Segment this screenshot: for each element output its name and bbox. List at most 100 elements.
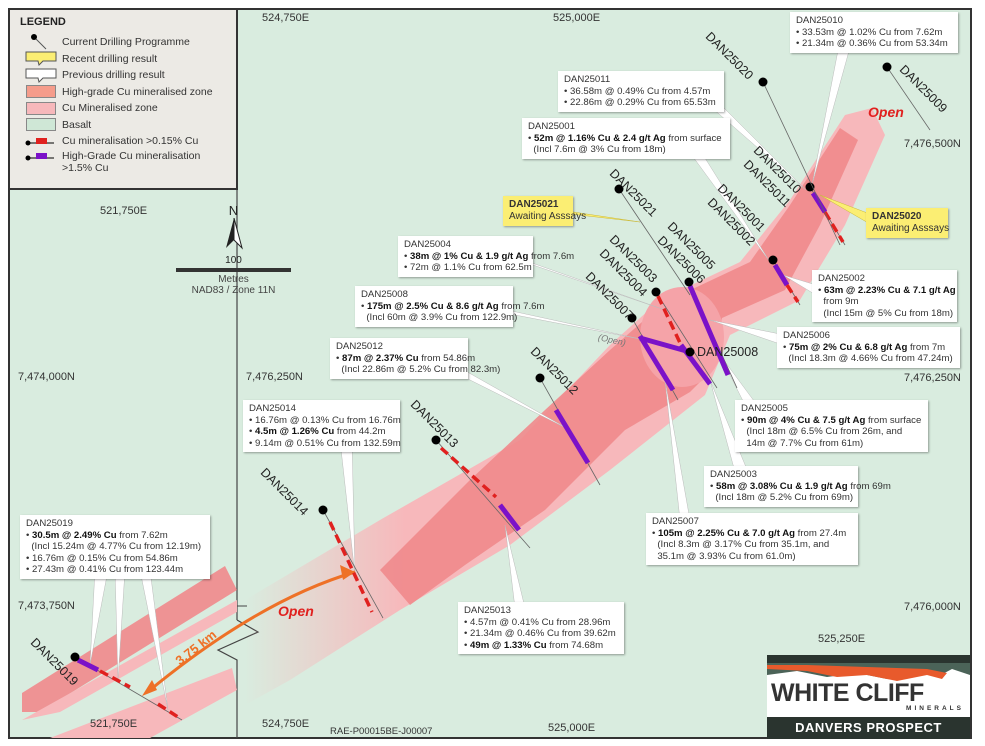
previous-result-callout: DAN25005• 90m @ 4% Cu & 7.5 g/t Ag from … — [735, 400, 928, 452]
high-grade-zone — [380, 128, 858, 605]
callout-line: • 49m @ 1.33% Cu from 74.68m — [464, 640, 618, 652]
callout-title: DAN25012 — [336, 341, 383, 352]
intercept-text: (Incl 22.86m @ 5.2% Cu from 82.3m) — [336, 364, 501, 375]
intercept-text: from 9m — [818, 296, 859, 307]
intercept-text: • — [336, 352, 343, 364]
highlight-intercept: 30.5m @ 2.49% Cu — [32, 529, 117, 541]
previous-result-callout: DAN25011• 36.58m @ 0.49% Cu from 4.57m• … — [558, 71, 724, 112]
highlight-intercept: 49m @ 1.33% Cu — [470, 639, 547, 651]
drill-hole-label: DAN25008 — [697, 345, 759, 359]
legend-item: Cu Mineralised zone — [20, 100, 226, 117]
intercept-text: from surface — [865, 414, 922, 426]
drill-collar-icon — [431, 435, 441, 445]
callout-title: DAN25011 — [564, 74, 611, 85]
previous-result-callout: DAN25019• 30.5m @ 2.49% Cu from 7.62m (I… — [20, 515, 210, 579]
callout-line: • 16.76m @ 0.15% Cu from 54.86m — [26, 553, 204, 565]
previous-result-callout: DAN25013• 4.57m @ 0.41% Cu from 28.96m• … — [458, 602, 624, 654]
scale-distance: 100 — [225, 255, 242, 266]
drill-collar-icon — [535, 373, 545, 383]
intercept-text: • 4.57m @ 0.41% Cu from 28.96m — [464, 616, 611, 628]
intercept-text: (Incl 18m @ 6.5% Cu from 26m, and — [741, 426, 903, 437]
highlight-intercept: 4.5m @ 1.26% Cu — [255, 426, 335, 437]
callout-symbol-icon — [20, 51, 62, 67]
intercept-text: • 21.34m @ 0.46% Cu from 39.62m — [464, 628, 616, 639]
highlight-intercept: 87m @ 2.37% Cu — [342, 352, 419, 364]
callout-title: DAN25021 — [509, 199, 559, 210]
callout-title: DAN25007 — [652, 516, 699, 527]
drill-collar-icon — [685, 347, 695, 357]
drill-trace — [762, 81, 841, 246]
callout-line: • 4.5m @ 1.26% Cu from 44.2m — [249, 426, 394, 438]
north-arrow-icon — [225, 217, 243, 250]
grid-label: 524,750E — [262, 718, 310, 730]
callout-line: • 63m @ 2.23% Cu & 7.1 g/t Ag — [818, 285, 956, 297]
high-grade-intercept — [553, 408, 591, 465]
high-grade-intercept — [639, 335, 691, 355]
callout-line: (Incl 18m @ 5.2% Cu from 69m) — [710, 492, 854, 504]
grid-label: 525,000E — [548, 722, 596, 734]
swatch-symbol-icon — [20, 85, 62, 99]
callout-title: DAN25004 — [404, 239, 451, 250]
callout-line: Awaiting Asssays — [509, 211, 586, 223]
swatch-symbol-icon — [20, 118, 62, 132]
intercept-text: • 72m @ 1.1% Cu from 62.5m — [404, 262, 532, 273]
legend-item: High-Grade Cu mineralisation >1.5% Cu — [20, 150, 226, 178]
cu-intercept — [99, 669, 131, 689]
intercept-text: • 16.76m @ 0.15% Cu from 54.86m — [26, 552, 178, 564]
callout-line: • 105m @ 2.25% Cu & 7.0 g/t Ag from 27.4… — [652, 528, 852, 540]
intercept-text: from 54.86m — [418, 352, 476, 364]
previous-result-callout: DAN25010• 33.53m @ 1.02% Cu from 7.62m• … — [790, 12, 958, 53]
drill-collar-icon — [318, 505, 328, 515]
callout-line: from 9m — [818, 296, 951, 308]
cu-intercept — [328, 521, 374, 613]
callout-line: • 75m @ 2% Cu & 6.8 g/t Ag from 7m — [783, 342, 954, 354]
cu-intercept — [656, 295, 683, 346]
drill-collar-icon — [882, 62, 892, 72]
highlight-intercept: 63m @ 2.23% Cu & 7.1 g/t Ag — [824, 284, 956, 296]
highlight-intercept: 175m @ 2.5% Cu & 8.6 g/t Ag — [367, 300, 499, 312]
highlight-intercept: 58m @ 3.08% Cu & 1.9 g/t Ag — [716, 480, 848, 492]
callout-title: DAN25013 — [464, 605, 511, 616]
legend-title: LEGEND — [20, 16, 66, 28]
intercept-text: from surface — [665, 132, 722, 144]
grid-label: 7,474,000N — [18, 371, 75, 383]
callout-line: • 27.43m @ 0.41% Cu from 123.44m — [26, 564, 204, 576]
intercept-text: (Incl 60m @ 3.9% Cu from 122.9m) — [361, 312, 518, 323]
intercept-text: (Incl 18m @ 5.2% Cu from 69m) — [710, 492, 854, 503]
callout-line: 14m @ 7.7% Cu from 61m) — [741, 438, 922, 450]
intercept-text: • 33.53m @ 1.02% Cu from 7.62m — [796, 26, 943, 38]
callout-line: • 90m @ 4% Cu & 7.5 g/t Ag from surface — [741, 415, 922, 427]
grid-label: 7,476,500N — [904, 138, 961, 150]
legend-label: Previous drilling result — [62, 69, 165, 82]
drill-collar-icon — [70, 652, 80, 662]
previous-result-callout: DAN25001• 52m @ 1.16% Cu & 2.4 g/t Ag fr… — [522, 118, 730, 159]
callout-line: Awaiting Asssays — [872, 223, 949, 235]
callout-line: • 16.76m @ 0.13% Cu from 16.76m — [249, 415, 401, 427]
drill-collar-icon — [651, 287, 661, 297]
intercept-text: from 69m — [847, 480, 891, 492]
grid-label: 7,476,000N — [904, 601, 961, 613]
callout-title: DAN25010 — [796, 15, 843, 26]
inset-cu-zone — [22, 600, 237, 720]
grid-label: 7,476,250N — [904, 372, 961, 384]
intercept-text: (Incl 18.3m @ 4.66% Cu from 47.24m) — [783, 353, 953, 364]
drill-collar-icon — [627, 313, 637, 323]
callout-title: DAN25008 — [361, 289, 408, 300]
cliff-graphic — [767, 655, 970, 681]
drill-collar-icon — [684, 277, 694, 287]
callout-line: (Incl 60m @ 3.9% Cu from 122.9m) — [361, 312, 517, 324]
drill-collar-icon — [614, 184, 624, 194]
callout-line: • 36.58m @ 0.49% Cu from 4.57m — [564, 86, 718, 98]
legend-label: Recent drilling result — [62, 52, 158, 65]
drill-trace — [618, 188, 691, 296]
callout-title: DAN25006 — [783, 330, 830, 341]
callout-line: • 72m @ 1.1% Cu from 62.5m — [404, 262, 532, 274]
arrowhead-icon — [142, 680, 157, 696]
intercept-text: (Incl 7.6m @ 3% Cu from 18m) — [528, 144, 666, 155]
callout-line: (Incl 18.3m @ 4.66% Cu from 47.24m) — [783, 353, 954, 365]
